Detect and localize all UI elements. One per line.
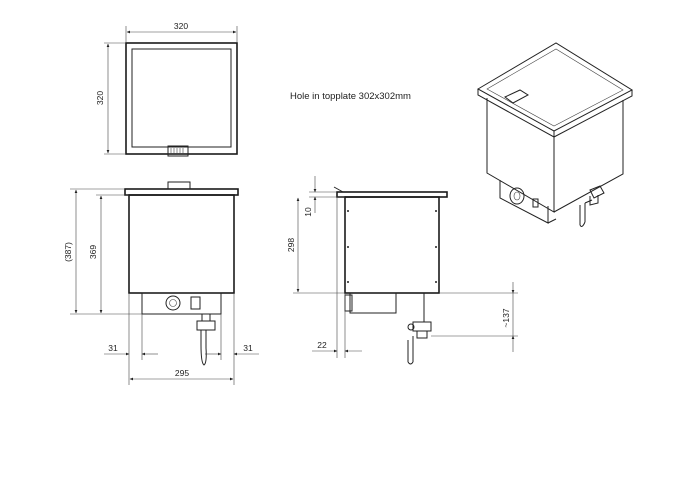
dim-top-depth: 320 xyxy=(95,91,105,105)
front-view-tap xyxy=(196,313,216,366)
front-view-body xyxy=(128,194,235,294)
side-view-lid-handle xyxy=(333,186,344,193)
dim-front-width: 295 xyxy=(175,368,189,378)
dim-top-width: 320 xyxy=(174,21,188,31)
top-view-control-panel xyxy=(167,145,189,157)
top-view-inner-frame xyxy=(131,48,232,148)
isometric-view xyxy=(476,42,634,227)
dim-offset-left: 31 xyxy=(108,343,118,353)
dim-side-top: 10 xyxy=(303,207,313,217)
front-view: (387) 369 31 31 295 xyxy=(63,181,259,385)
note-hole-topplate: Hole in topplate 302x302mm xyxy=(290,91,411,102)
iso-body-right-face xyxy=(553,100,624,213)
top-view-outer-frame xyxy=(125,42,238,155)
top-view-vents xyxy=(170,148,184,154)
iso-bottom-unit xyxy=(499,180,549,224)
dim-front-total-height: (387) xyxy=(63,242,73,262)
front-view-dial xyxy=(165,295,181,311)
side-view-rivets xyxy=(347,210,437,283)
top-view: 320 320 xyxy=(95,21,238,157)
dim-side-height: 298 xyxy=(286,238,296,252)
iso-control-panel xyxy=(504,89,529,104)
front-view-bottom-unit xyxy=(141,292,222,315)
iso-dial xyxy=(509,187,525,205)
side-view: 10 298 22 ~137 xyxy=(286,176,518,365)
dim-front-body-height: 369 xyxy=(88,245,98,259)
front-view-topplate xyxy=(124,188,239,196)
side-view-bottom-unit xyxy=(349,292,397,314)
iso-body-left-face xyxy=(486,98,555,213)
side-view-tap xyxy=(407,321,432,365)
front-view-switch xyxy=(190,296,201,310)
dim-side-offset: 22 xyxy=(317,340,327,350)
front-view-control-box xyxy=(167,181,191,190)
iso-topplate xyxy=(476,42,634,132)
dim-offset-right: 31 xyxy=(243,343,253,353)
side-view-body xyxy=(344,196,440,294)
dim-tap-drop: ~137 xyxy=(501,308,511,327)
iso-tap xyxy=(579,185,605,227)
